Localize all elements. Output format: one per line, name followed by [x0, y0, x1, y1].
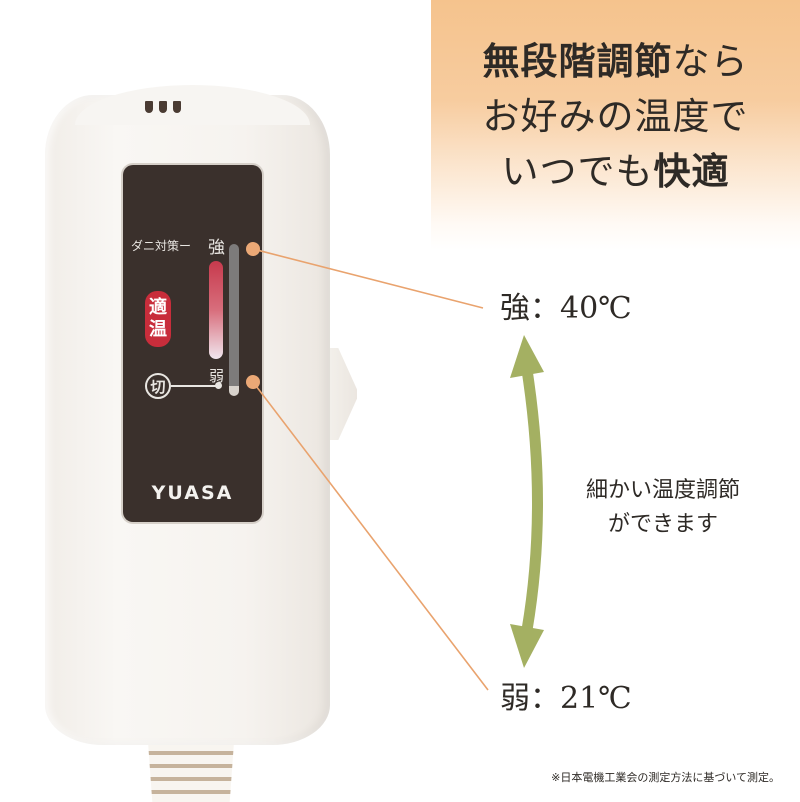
- fine-adjust-caption: 細かい温度調節 ができます: [548, 474, 778, 542]
- mite-control-label: ダニ対策ー: [131, 239, 192, 253]
- headline-line3-bold: 快適: [653, 149, 730, 193]
- fine-adjust-line2: ができます: [607, 512, 718, 537]
- optimal-badge-char-1: 適: [149, 297, 167, 318]
- off-icon: 切: [145, 373, 171, 399]
- temperature-high: 強：40℃: [500, 291, 632, 326]
- temperature-low: 弱：21℃: [500, 681, 632, 716]
- headline-banner: 無段階調節なら お好みの温度で いつでも快適: [431, 0, 800, 250]
- power-cord: [148, 742, 234, 802]
- off-indicator-dot: [215, 382, 222, 389]
- headline-line1-bold: 無段階調節: [482, 39, 673, 83]
- headline-text: 無段階調節なら お好みの温度で いつでも快適: [431, 34, 800, 199]
- temperature-slider-knob[interactable]: [229, 386, 239, 396]
- optimal-badge-char-2: 温: [149, 319, 167, 340]
- brand-logo: YUASA: [151, 482, 234, 504]
- weak-label: 弱: [209, 367, 225, 385]
- vent-icon: [159, 101, 167, 113]
- double-arrow-icon: [510, 335, 544, 668]
- temperature-slider-track[interactable]: [229, 244, 239, 394]
- off-indicator-line: [171, 385, 219, 387]
- vent-icon: [173, 101, 181, 113]
- heat-level-gradient: [209, 261, 223, 359]
- control-panel: ダニ対策ー 強 適 温 弱 切 YUASA: [123, 165, 262, 522]
- optimal-temp-badge: 適 温: [145, 291, 171, 347]
- weak-marker-dot: [246, 375, 260, 389]
- vent-slots: [145, 101, 181, 113]
- headline-line2: お好みの温度で: [482, 95, 749, 138]
- off-label: 切: [150, 377, 166, 396]
- strong-marker-dot: [246, 242, 260, 256]
- fine-adjust-line1: 細かい温度調節: [585, 478, 740, 503]
- headline-line3-normal: いつでも: [501, 150, 654, 193]
- strong-label: 強: [208, 238, 225, 258]
- callout-lines: [246, 242, 489, 691]
- vent-icon: [145, 101, 153, 113]
- measurement-footnote: ※日本電機工業会の測定方法に基づいて測定。: [551, 771, 780, 784]
- headline-line1-normal: なら: [672, 40, 749, 83]
